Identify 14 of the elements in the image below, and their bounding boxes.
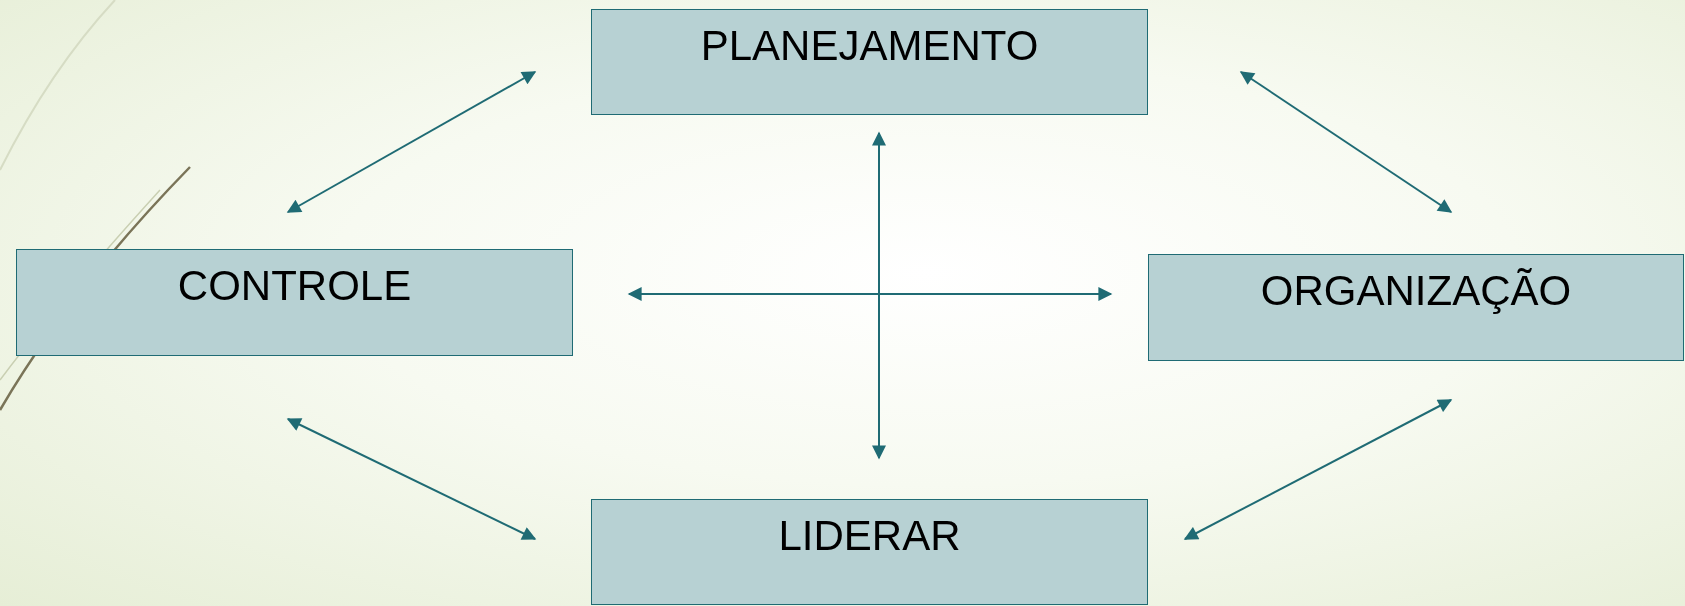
box-label: PLANEJAMENTO xyxy=(699,21,1040,71)
double-arrow xyxy=(1183,399,1453,540)
process-box xyxy=(16,249,573,356)
double-arrow xyxy=(286,418,537,540)
box-label: CONTROLE xyxy=(176,261,413,311)
process-box xyxy=(1148,254,1684,361)
box-label: ORGANIZAÇÃO xyxy=(1259,266,1573,316)
double-arrow xyxy=(1239,71,1453,213)
box-label: LIDERAR xyxy=(777,511,962,561)
process-box xyxy=(591,499,1148,605)
double-arrow xyxy=(627,287,1113,301)
process-box xyxy=(591,9,1148,115)
double-arrow xyxy=(286,71,537,213)
double-arrow xyxy=(872,131,886,460)
